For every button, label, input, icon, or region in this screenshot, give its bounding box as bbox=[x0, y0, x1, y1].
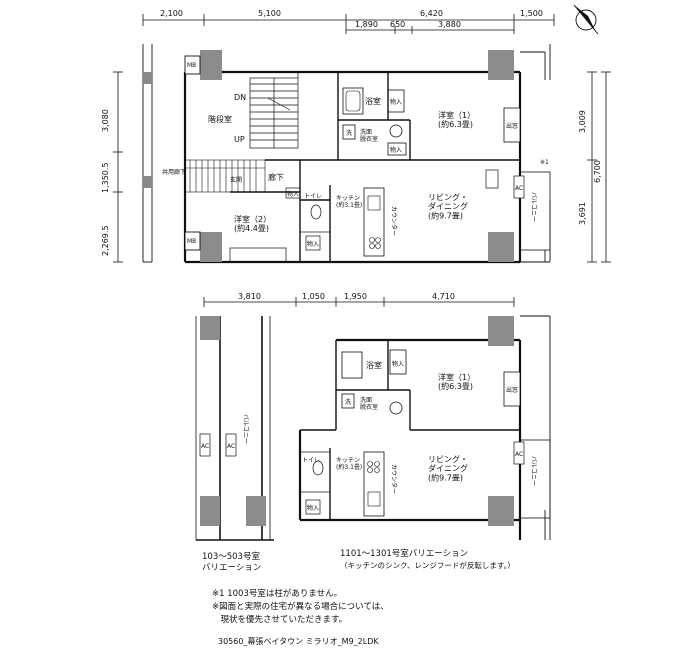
notes-block: ※1 1003号室は柱がありません。 ※図面と実際の住宅が異なる場合については、… bbox=[212, 588, 389, 627]
balcony-lower-right: バルコニー bbox=[530, 456, 537, 486]
washroom-label-lower-line: 脱衣室 bbox=[360, 403, 378, 411]
dim-sub-650: 650 bbox=[390, 20, 405, 29]
storage-entrance-upper: 物入 bbox=[287, 190, 299, 198]
stair-dn: DN bbox=[234, 93, 246, 102]
north-arrow-icon bbox=[573, 4, 599, 35]
note-line-3: 現状を優先させていただきます。 bbox=[212, 615, 348, 625]
living-dining-upper: リビング・ダイニング(約9.7畳) bbox=[428, 192, 468, 220]
dim-mid-1950: 1,950 bbox=[344, 292, 367, 301]
washroom-label-upper-line: 洗面 bbox=[360, 128, 372, 136]
laundry-label-lower: 洗 bbox=[345, 398, 351, 406]
ac-lower-right: AC bbox=[515, 451, 523, 458]
living-dining-lower: リビング・ダイニング(約9.7畳) bbox=[428, 454, 468, 482]
kitchen-label-upper-line: キッチン bbox=[336, 195, 360, 202]
dim-right-3691: 3,691 bbox=[578, 202, 587, 225]
hallway-label: 廊下 bbox=[268, 172, 284, 182]
storage-toilet-upper: 物入 bbox=[307, 240, 319, 248]
upper-plan: MB MB DN UP 階段室 bbox=[142, 44, 551, 264]
western-room-1-upper: 洋室（1）(約6.3畳) bbox=[438, 110, 475, 129]
western-room-2-upper-line: (約4.4畳) bbox=[234, 223, 269, 233]
common-corridor-label: 共用廊下 bbox=[162, 168, 186, 176]
dim-mid-4710: 4,710 bbox=[432, 292, 455, 301]
balcony-left-variation: バルコニー bbox=[242, 414, 249, 444]
washroom-label-lower: 洗面脱衣室 bbox=[360, 396, 378, 411]
living-dining-lower-line: リビング・ bbox=[428, 454, 468, 464]
bay-window-upper: 出窓 bbox=[506, 122, 518, 130]
living-dining-upper-line: ダイニング bbox=[428, 201, 468, 211]
bath-label-upper: 浴室 bbox=[365, 96, 381, 106]
mb-label-upper-top: MB bbox=[187, 62, 196, 69]
western-room-1-upper-line: (約6.3畳) bbox=[438, 119, 473, 129]
washroom-label-upper-line: 脱衣室 bbox=[360, 135, 378, 143]
dim-left-3080: 3,080 bbox=[101, 109, 110, 132]
left-variation-line2: バリエーション bbox=[202, 563, 262, 573]
note-marker: ※1 bbox=[540, 159, 549, 166]
left-variation-line1: 103～503号室 bbox=[202, 552, 260, 562]
ac-upper: AC bbox=[515, 185, 523, 192]
mb-label-upper-bottom: MB bbox=[187, 238, 196, 245]
bath-label-lower: 浴室 bbox=[366, 360, 382, 370]
western-room-2-upper: 洋室（2）(約4.4畳) bbox=[234, 214, 271, 233]
middle-dimension-lines bbox=[203, 297, 515, 307]
washroom-label-upper: 洗面脱衣室 bbox=[360, 128, 378, 143]
dim-top-5100: 5,100 bbox=[258, 9, 281, 18]
kitchen-label-upper: キッチン(約3.1畳) bbox=[336, 195, 362, 209]
dim-right-3009: 3,009 bbox=[578, 110, 587, 133]
western-room-1-lower-line: 洋室（1） bbox=[438, 372, 475, 382]
living-dining-lower-line: (約9.7畳) bbox=[428, 472, 463, 482]
dim-sub-3880: 3,880 bbox=[438, 20, 461, 29]
left-variation-caption: 103～503号室 バリエーション bbox=[202, 552, 261, 574]
right-variation-caption: 1101～1301号室バリエーション （キッチンのシンク、レンジフードが反転しま… bbox=[340, 549, 515, 571]
living-dining-upper-line: リビング・ bbox=[428, 192, 468, 202]
western-room-1-lower: 洋室（1）(約6.3畳) bbox=[438, 372, 475, 391]
side-dimension-lines bbox=[113, 71, 611, 263]
top-dimension-lines bbox=[142, 14, 555, 34]
ac-left-2: AC bbox=[227, 443, 235, 450]
dim-top-2100: 2,100 bbox=[160, 9, 183, 18]
note-line-1: ※1 1003号室は柱がありません。 bbox=[212, 589, 343, 599]
ac-left-1: AC bbox=[201, 443, 209, 450]
storage-bath-lower: 物入 bbox=[392, 360, 404, 368]
western-room-1-lower-line: (約6.3畳) bbox=[438, 381, 473, 391]
western-room-2-upper-line: 洋室（2） bbox=[234, 214, 271, 224]
lower-left-variation: AC AC バルコニー bbox=[195, 316, 274, 541]
kitchen-label-lower-line: (約3.1畳) bbox=[336, 463, 362, 471]
storage-toilet-lower: 物入 bbox=[307, 504, 319, 512]
western-room-1-upper-line: 洋室（1） bbox=[438, 110, 475, 120]
kitchen-label-lower-line: キッチン bbox=[336, 457, 360, 464]
dim-right-6700: 6,700 bbox=[593, 160, 602, 183]
storage-wash-upper: 物入 bbox=[390, 146, 402, 154]
note-line-2: ※図面と実際の住宅が異なる場合については、 bbox=[212, 602, 389, 612]
kitchen-label-lower: キッチン(約3.1畳) bbox=[336, 457, 362, 471]
dim-left-2269: 2,269.5 bbox=[101, 225, 110, 256]
kitchen-label-upper-line: (約3.1畳) bbox=[336, 201, 362, 209]
bay-window-lower: 出窓 bbox=[506, 386, 518, 394]
living-dining-upper-line: (約9.7畳) bbox=[428, 210, 463, 220]
dim-mid-1050: 1,050 bbox=[302, 292, 325, 301]
dim-sub-1890: 1,890 bbox=[355, 20, 378, 29]
dim-top-1500: 1,500 bbox=[520, 9, 543, 18]
entrance-label: 玄関 bbox=[230, 176, 242, 184]
stair-up: UP bbox=[234, 135, 245, 144]
footer-code: 30560_幕張ベイタウン ミラリオ_M9_2LDK bbox=[218, 637, 379, 646]
stair-hall-label: 階段室 bbox=[208, 114, 232, 124]
right-variation-line2: （キッチンのシンク、レンジフードが反転します。） bbox=[340, 561, 515, 570]
dim-top-6420: 6,420 bbox=[420, 9, 443, 18]
counter-label-lower: カウンター bbox=[390, 464, 398, 494]
lower-right-variation: 浴室 物入 洗 洗面脱衣室 洋室（1）(約6.3畳) 出窓 トイレ 物入 キッチ… bbox=[298, 315, 551, 540]
dim-left-1350: 1,350.5 bbox=[101, 162, 110, 193]
storage-bath-upper: 物入 bbox=[390, 98, 402, 106]
right-variation-line1: 1101～1301号室バリエーション bbox=[340, 549, 469, 559]
toilet-label-upper: トイレ bbox=[304, 193, 322, 200]
living-dining-lower-line: ダイニング bbox=[428, 463, 468, 473]
dim-mid-3810: 3,810 bbox=[238, 292, 261, 301]
balcony-upper: バルコニー bbox=[530, 192, 537, 222]
counter-label-upper: カウンター bbox=[390, 206, 398, 236]
toilet-label-lower: トイレ bbox=[302, 457, 320, 464]
laundry-label-upper: 洗 bbox=[346, 129, 352, 137]
washroom-label-lower-line: 洗面 bbox=[360, 396, 372, 404]
